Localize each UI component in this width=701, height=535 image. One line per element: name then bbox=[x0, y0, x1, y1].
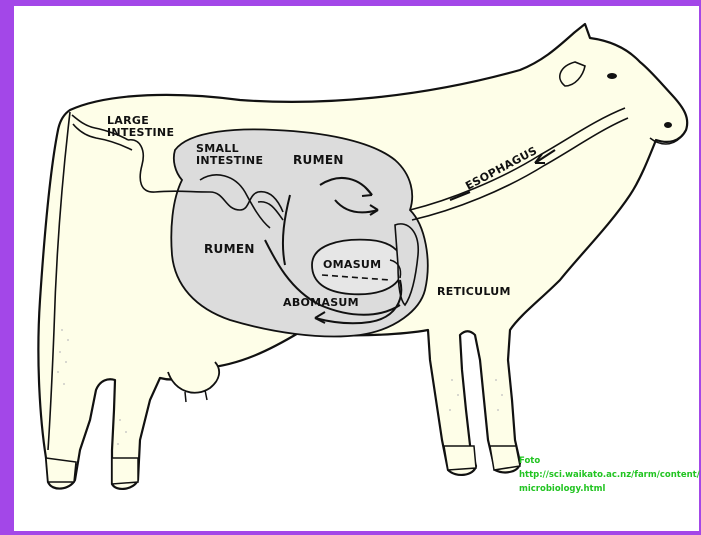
hoof bbox=[490, 446, 520, 470]
label-large-intestine-2: INTESTINE bbox=[107, 126, 174, 139]
credit-line-1: Foto bbox=[519, 456, 540, 466]
credit-line-2: http://sci.waikato.ac.nz/farm/content/ bbox=[519, 470, 701, 480]
label-reticulum: RETICULUM bbox=[437, 285, 511, 298]
hoof bbox=[444, 446, 476, 470]
label-abomasum: ABOMASUM bbox=[283, 296, 359, 309]
nostril bbox=[664, 122, 672, 128]
label-omasum: OMASUM bbox=[323, 258, 381, 271]
hoof bbox=[112, 458, 138, 484]
label-small-intestine-2: INTESTINE bbox=[196, 154, 263, 167]
eye bbox=[607, 73, 617, 79]
label-rumen-upper: RUMEN bbox=[293, 153, 344, 167]
hoof bbox=[46, 458, 76, 482]
label-rumen-lower: RUMEN bbox=[204, 242, 255, 256]
credit-line-3: microbiology.html bbox=[519, 484, 605, 494]
